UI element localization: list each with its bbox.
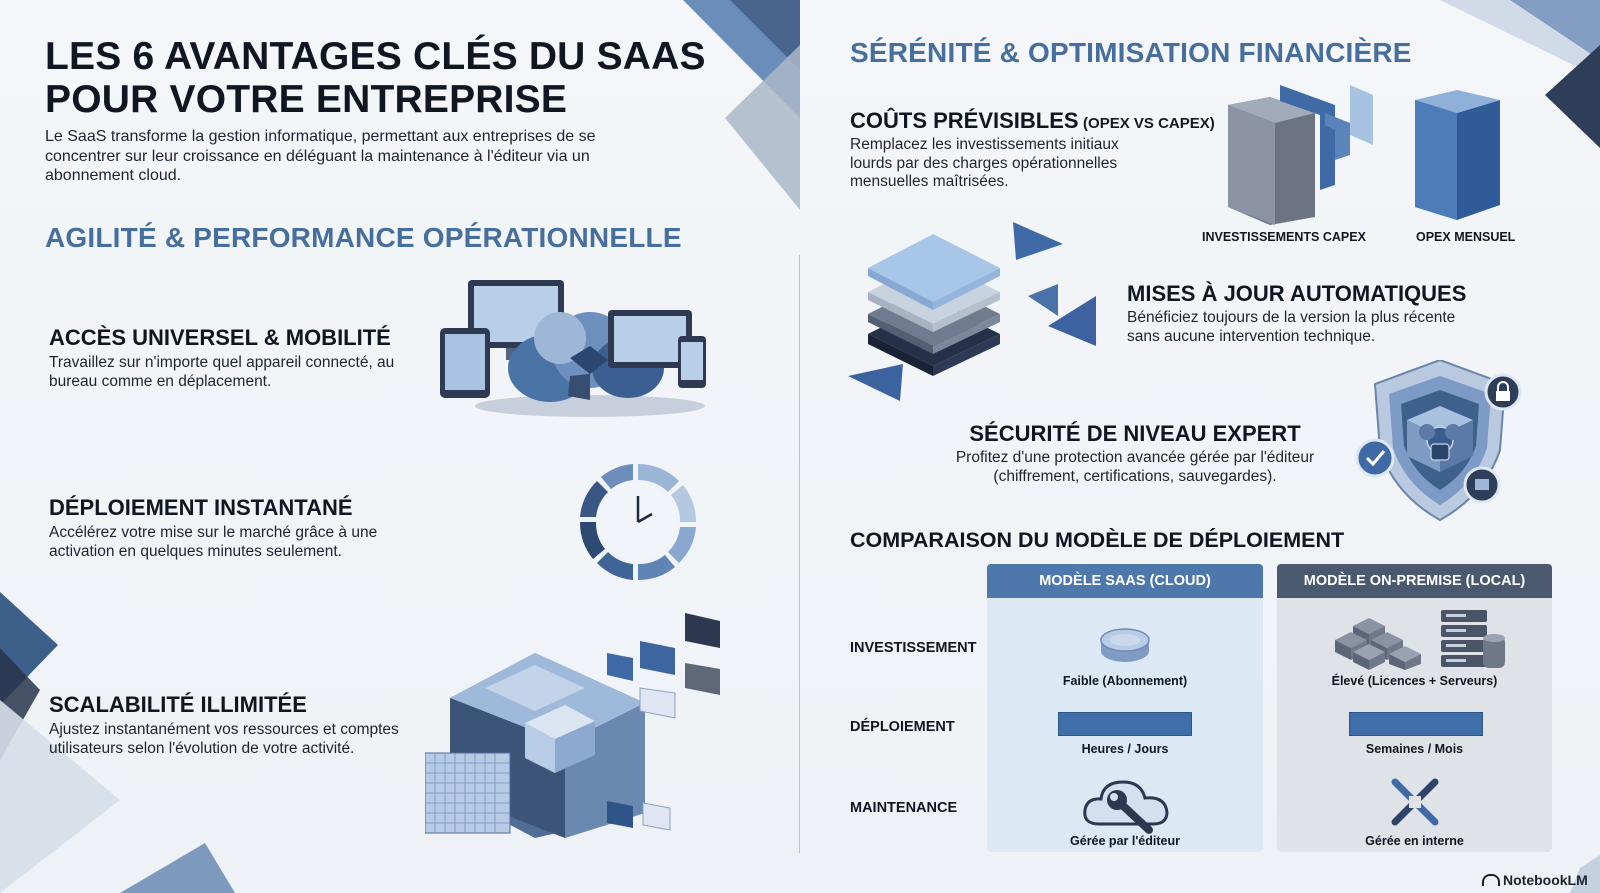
feature-title: DÉPLOIEMENT INSTANTANÉ	[49, 495, 353, 520]
feature-desc-line-1: Profitez d'une protection avancée gérée …	[955, 449, 1315, 466]
row-label-investissement: INVESTISSEMENT	[850, 640, 977, 656]
cell-onprem-deploiement: Semaines / Mois	[1365, 742, 1464, 756]
feature-title: MISES À JOUR AUTOMATIQUES	[1127, 281, 1467, 306]
feature-desc: Accélérez votre mise sur le marché grâce…	[49, 524, 378, 560]
cubes-icon	[425, 613, 720, 838]
page-title: LES 6 AVANTAGES CLÉS DU SAAS POUR VOTRE …	[45, 35, 706, 121]
page-title-line-1: LES 6 AVANTAGES CLÉS DU SAAS	[45, 35, 706, 78]
feature-desc-line-2: (chiffrement, certifications, sauvegarde…	[993, 467, 1277, 485]
row-label-deploiement: DÉPLOIEMENT	[850, 719, 955, 735]
page-title-line-2: POUR VOTRE ENTREPRISE	[45, 78, 568, 121]
feature-deploy: DÉPLOIEMENT INSTANTANÉ Accélérez votre m…	[49, 495, 409, 561]
shield-icon	[1355, 360, 1522, 522]
tools-icon	[1391, 778, 1439, 826]
cloud-wrench-icon	[1083, 780, 1169, 834]
feature-title: SCALABILITÉ ILLIMITÉE	[49, 692, 307, 717]
feature-updates: MISES À JOUR AUTOMATIQUES Bénéficiez tou…	[1127, 281, 1507, 346]
intro-text: Le SaaS transforme la gestion informatiq…	[45, 128, 596, 184]
column-divider	[799, 255, 800, 853]
feature-security: SÉCURITÉ DE NIVEAU EXPERT Profitez d'une…	[940, 421, 1330, 486]
column-saas: MODÈLE SAAS (CLOUD) Faible (Abonnement) …	[987, 564, 1263, 852]
duration-bar-onprem	[1349, 712, 1483, 736]
capex-opex-icon	[1228, 85, 1500, 225]
feature-title: COÛTS PRÉVISIBLES	[850, 108, 1079, 133]
feature-title-suffix: (OPEX VS CAPEX)	[1083, 115, 1215, 132]
cell-saas-deploiement: Heures / Jours	[1081, 742, 1169, 756]
column-header-onpremise: MODÈLE ON-PREMISE (LOCAL)	[1277, 564, 1552, 598]
clock-icon	[579, 464, 697, 581]
feature-access: ACCÈS UNIVERSEL & MOBILITÉ Travaillez su…	[49, 325, 409, 391]
layers-update-icon	[848, 222, 1096, 401]
feature-title: ACCÈS UNIVERSEL & MOBILITÉ	[49, 325, 391, 350]
feature-title: SÉCURITÉ DE NIVEAU EXPERT	[969, 421, 1301, 446]
comparison-title: COMPARAISON DU MODÈLE DE DÉPLOIEMENT	[850, 528, 1345, 552]
capex-label: INVESTISSEMENTS CAPEX	[1202, 230, 1366, 244]
watermark: NotebookLM	[1482, 872, 1588, 888]
devices-cloud-icon	[440, 280, 706, 417]
section-title-agility: AGILITÉ & PERFORMANCE OPÉRATIONNELLE	[45, 222, 682, 253]
duration-bar-saas	[1058, 712, 1192, 736]
cell-onprem-investissement: Élevé (Licences + Serveurs)	[1331, 674, 1498, 688]
column-header-saas: MODÈLE SAAS (CLOUD)	[987, 564, 1263, 598]
column-onpremise: MODÈLE ON-PREMISE (LOCAL) Élevé (Licence…	[1277, 564, 1552, 852]
coin-icon	[1100, 628, 1150, 662]
feature-desc: Travaillez sur n'importe quel appareil c…	[49, 354, 395, 390]
servers-boxes-icon	[1335, 610, 1505, 670]
feature-costs: COÛTS PRÉVISIBLES (OPEX VS CAPEX) Rempla…	[850, 108, 1230, 192]
feature-desc: Remplacez les investissements initiaux l…	[850, 136, 1119, 190]
cell-saas-maintenance: Gérée par l'éditeur	[1070, 834, 1180, 848]
section-title-finance: SÉRÉNITÉ & OPTIMISATION FINANCIÈRE	[850, 37, 1412, 68]
opex-label: OPEX MENSUEL	[1416, 230, 1516, 244]
watermark-text: NotebookLM	[1503, 872, 1588, 888]
cell-saas-investissement: Faible (Abonnement)	[1062, 674, 1188, 688]
row-label-maintenance: MAINTENANCE	[850, 800, 958, 816]
feature-desc: Bénéficiez toujours de la version la plu…	[1127, 309, 1456, 345]
feature-scalability: SCALABILITÉ ILLIMITÉE Ajustez instantané…	[49, 692, 419, 758]
cell-onprem-maintenance: Gérée en interne	[1365, 834, 1464, 848]
feature-desc: Ajustez instantanément vos ressources et…	[49, 721, 399, 757]
notebooklm-logo-icon	[1482, 874, 1500, 886]
